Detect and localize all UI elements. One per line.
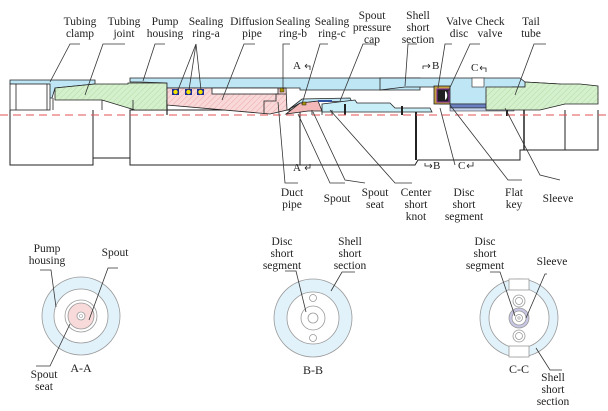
cc-slot-top	[508, 278, 530, 291]
label-center-short-knot: Center short knot	[400, 187, 432, 223]
tubing-joint-part	[54, 82, 168, 111]
b-top-arrow	[422, 63, 431, 69]
cc-disc-leader	[490, 271, 516, 317]
sealing-ring-a-group	[172, 89, 204, 95]
cc-section-title: C-C	[508, 362, 530, 376]
c-bottom-arrow	[466, 162, 474, 169]
bb-shell-leader	[330, 271, 355, 292]
cc-label-disc-short-segment: Disc short segment	[465, 236, 505, 272]
label-diffusion-pipe: Diffusion pipe	[230, 16, 274, 40]
label-check-valve: Check valve	[475, 16, 505, 40]
shell-short-section-port	[471, 77, 485, 88]
marker-c-top: C	[471, 62, 479, 74]
marker-b-top: B	[432, 60, 440, 72]
aa-spout-hole-inner	[79, 314, 83, 318]
label-flat-key: Flat key	[505, 187, 523, 211]
c-top-arrow	[479, 65, 487, 72]
section-a-a-view	[36, 267, 121, 367]
cc-shell-leader	[535, 347, 562, 371]
aa-label-pump-housing: Pump housing	[28, 243, 66, 267]
seal-a-3-core	[198, 89, 203, 95]
label-valve-disc: Valve disc	[445, 16, 473, 40]
label-spout: Spout	[323, 193, 351, 205]
aa-label-spout: Spout	[101, 247, 129, 259]
section-arrows	[304, 63, 487, 171]
aa-spout-leader	[88, 267, 118, 321]
a-bottom-arrow	[304, 164, 311, 171]
label-sealing-ring-b: Sealing ring-b	[275, 16, 311, 40]
bb-hole-bottom	[309, 334, 317, 342]
cc-slot-bottom	[508, 345, 530, 358]
seal-a-1-core	[173, 89, 178, 95]
spout-cap-blue-strip	[318, 100, 332, 102]
cc-center-dot	[517, 316, 521, 320]
label-tail-tube: Tail tube	[521, 16, 541, 40]
marker-a-top: A	[293, 60, 301, 72]
cc-label-shell-short-section: Shell short section	[536, 372, 570, 408]
diffusion-pipe-slot	[211, 87, 279, 95]
marker-b-bottom: B	[433, 160, 441, 172]
check-valve-ball	[445, 91, 448, 100]
cc-hole-top-inner	[515, 297, 523, 305]
bb-section-title: B-B	[302, 363, 324, 377]
marker-c-bottom: C	[458, 160, 466, 172]
spout-part	[284, 100, 323, 115]
tail-tube-part	[485, 81, 599, 111]
cc-sleeve-leader	[525, 273, 547, 319]
label-spout-pressure-cap: Spout pressure cap	[352, 10, 392, 46]
center-short-knot-part	[321, 99, 433, 113]
sealing-ring-b-part	[279, 87, 285, 93]
label-spout-seat: Spout seat	[361, 187, 389, 211]
bb-center-hole	[307, 312, 319, 324]
bb-hole-top	[309, 294, 317, 302]
label-duct-pipe: Duct pipe	[280, 187, 304, 211]
cc-hole-bottom-inner	[515, 332, 523, 340]
bb-disc-leader	[285, 270, 307, 313]
lower-body-mid	[129, 109, 301, 166]
label-tubing-joint: Tubing joint	[107, 16, 141, 40]
label-tubing-clamp: Tubing clamp	[63, 16, 97, 40]
aa-label-spout-seat: Spout seat	[30, 369, 58, 393]
label-sealing-ring-c: Sealing ring-c	[314, 16, 350, 40]
aa-pump-housing-leader	[40, 269, 57, 308]
aa-spout-seat-leader	[36, 323, 71, 367]
lower-body-right	[299, 110, 599, 166]
section-c-c-view	[479, 271, 562, 371]
b-bottom-arrow	[424, 163, 433, 169]
marker-a-bottom: A	[293, 162, 301, 174]
bb-label-disc-short-segment: Disc short segment	[262, 236, 302, 272]
bb-label-shell-short-section: Shell short section	[333, 236, 367, 272]
main-assembly-view	[0, 77, 608, 166]
tubing-clamp-body	[9, 83, 51, 111]
label-pump-housing: Pump housing	[146, 16, 184, 40]
cc-label-sleeve: Sleeve	[536, 256, 568, 268]
seal-a-2-core	[186, 89, 191, 95]
aa-section-title: A-A	[70, 361, 92, 375]
section-b-b-view	[273, 270, 355, 358]
top-leader-lines	[49, 43, 546, 105]
duct-pipe-step	[263, 93, 286, 114]
label-disc-short-segment: Disc short segment	[444, 187, 484, 223]
a-top-arrow	[304, 63, 311, 70]
label-sealing-ring-a: Sealing ring-a	[188, 16, 224, 40]
bottom-leader-lines	[277, 101, 561, 184]
label-sleeve: Sleeve	[542, 193, 574, 205]
label-shell-short-section: Shell short section	[401, 10, 435, 46]
